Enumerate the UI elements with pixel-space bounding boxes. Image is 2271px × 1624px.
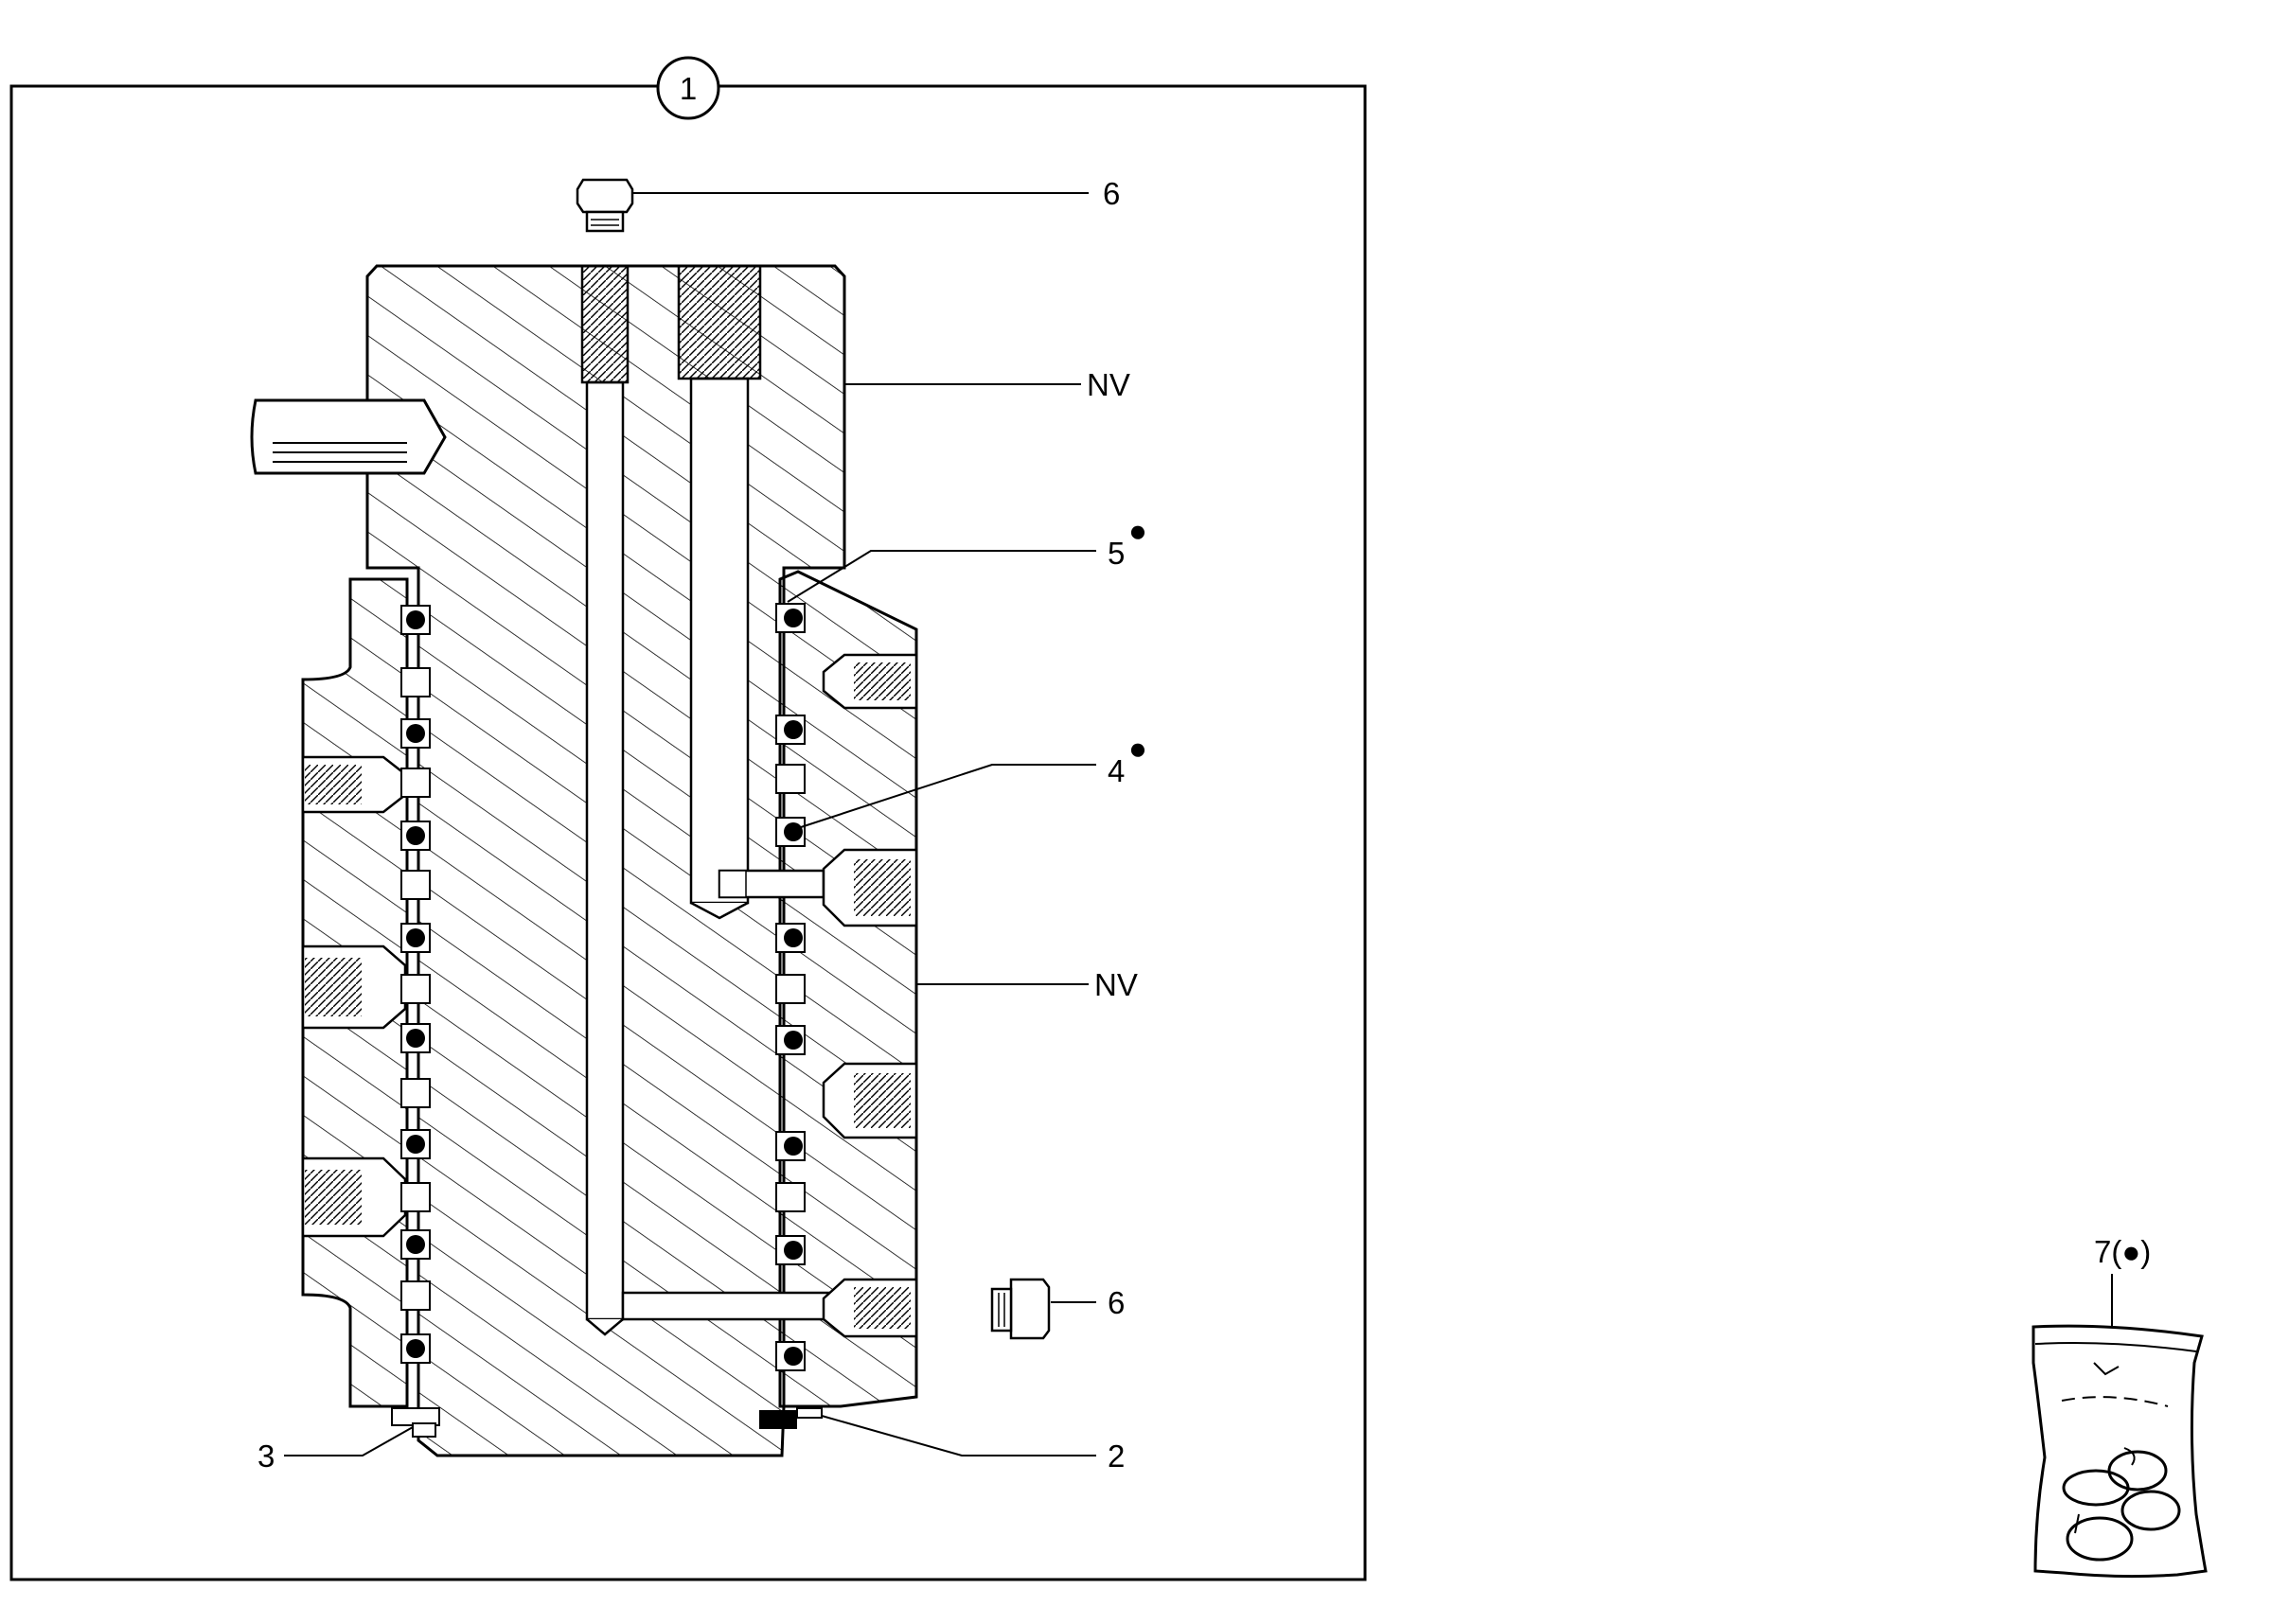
callout-seal-4-bullet: ●	[1128, 731, 1147, 766]
valve-spool	[365, 264, 899, 1457]
callout-nv-top: NV	[1087, 367, 1130, 402]
callout-seal-5: 5	[1108, 536, 1125, 571]
leader-lines	[284, 192, 2113, 1456]
bottom-ring-3	[391, 1407, 440, 1438]
callout-seal-5-bullet: ●	[1128, 513, 1147, 548]
callout-nv-mid: NV	[1094, 967, 1138, 1002]
seal-kit-bag	[2031, 1324, 2208, 1579]
plug-side	[990, 1278, 1051, 1340]
left-seals	[400, 605, 431, 1364]
left-ports	[301, 755, 407, 1238]
callout-kit-7: 7(●)	[2094, 1234, 2151, 1269]
callout-seal-4: 4	[1108, 753, 1125, 788]
side-pin	[250, 398, 447, 475]
callout-ring-2: 2	[1108, 1439, 1125, 1474]
callout-plug-top: 6	[1103, 176, 1120, 211]
assembly-callout: 1	[656, 56, 720, 120]
bottom-ring-2	[759, 1407, 823, 1429]
callout-ring-3: 3	[257, 1439, 275, 1474]
callout-plug-side: 6	[1108, 1285, 1125, 1320]
plug-top	[576, 178, 634, 233]
right-ports	[822, 653, 918, 1338]
assembly-callout-number: 1	[680, 71, 697, 106]
right-seals	[775, 603, 806, 1371]
